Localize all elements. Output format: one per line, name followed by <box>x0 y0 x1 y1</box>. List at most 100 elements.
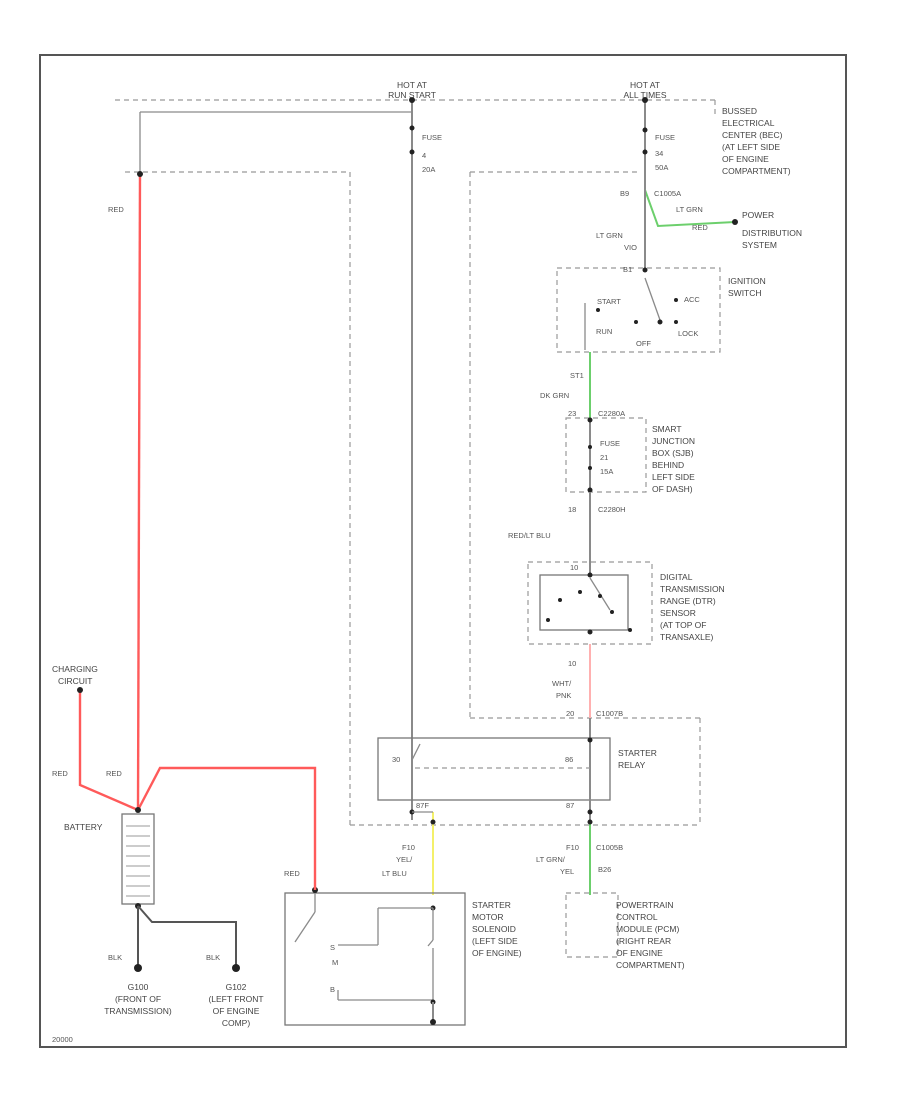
svg-text:IGNITION: IGNITION <box>728 276 766 286</box>
svg-text:TRANSMISSION: TRANSMISSION <box>660 584 725 594</box>
svg-text:SWITCH: SWITCH <box>728 288 762 298</box>
fuse34-l1: FUSE <box>655 133 675 142</box>
svg-text:ELECTRICAL: ELECTRICAL <box>722 118 775 128</box>
hot-run-start-l1: HOT AT <box>397 80 427 90</box>
wire-green-power-dist <box>644 189 736 228</box>
dtr-sensor-label: DIGITAL TRANSMISSION RANGE (DTR) SENSOR … <box>660 572 725 642</box>
ignition-switch-label: IGNITION SWITCH <box>728 276 766 298</box>
svg-text:15A: 15A <box>600 467 613 476</box>
svg-text:SYSTEM: SYSTEM <box>742 240 777 250</box>
bec-label: BUSSED ELECTRICAL CENTER (BEC) (AT LEFT … <box>722 106 791 176</box>
svg-text:30: 30 <box>392 755 400 764</box>
svg-text:COMP): COMP) <box>222 1018 251 1028</box>
relay-top-pin: 20 <box>566 709 574 718</box>
svg-text:M: M <box>332 958 338 967</box>
svg-text:(LEFT FRONT: (LEFT FRONT <box>208 994 263 1004</box>
fuse4-node-top <box>409 97 415 103</box>
fuse34-l3: 50A <box>655 163 668 172</box>
svg-text:STARTER: STARTER <box>472 900 511 910</box>
fuse4-l1: FUSE <box>422 133 442 142</box>
svg-text:SOLENOID: SOLENOID <box>472 924 516 934</box>
svg-text:COMPARTMENT): COMPARTMENT) <box>616 960 685 970</box>
svg-text:MOTOR: MOTOR <box>472 912 503 922</box>
g102-node <box>232 964 240 972</box>
wht-pnk-l2: PNK <box>556 691 571 700</box>
svg-text:RUN: RUN <box>596 327 612 336</box>
svg-text:CIRCUIT: CIRCUIT <box>58 676 92 686</box>
svg-text:87: 87 <box>566 801 574 810</box>
svg-text:(FRONT OF: (FRONT OF <box>115 994 161 1004</box>
svg-text:G102: G102 <box>226 982 247 992</box>
svg-text:10: 10 <box>570 563 578 572</box>
svg-text:(AT TOP OF: (AT TOP OF <box>660 620 706 630</box>
lt-grn-red-l2: RED <box>692 223 708 232</box>
fuse4-node-low <box>409 149 415 155</box>
hot-all-times-l1: HOT AT <box>630 80 660 90</box>
svg-text:DISTRIBUTION: DISTRIBUTION <box>742 228 802 238</box>
pin-st1: ST1 <box>570 371 584 380</box>
svg-text:STARTER: STARTER <box>618 748 657 758</box>
fuse4-node-mid <box>409 125 415 131</box>
starter-motor-label: STARTER MOTOR SOLENOID (LEFT SIDE OF ENG… <box>472 900 522 958</box>
red-top-label: RED <box>108 205 124 214</box>
svg-text:BEHIND: BEHIND <box>652 460 684 470</box>
blk-left: BLK <box>108 953 122 962</box>
svg-text:21: 21 <box>600 453 608 462</box>
lt-grn-yel-l1: LT GRN/ <box>536 855 566 864</box>
c2280h: C2280H <box>598 505 626 514</box>
hot-all-times-l2: ALL TIMES <box>624 90 667 100</box>
svg-text:BUSSED: BUSSED <box>722 106 757 116</box>
svg-text:(LEFT SIDE: (LEFT SIDE <box>472 936 518 946</box>
pcm-label: POWERTRAIN CONTROL MODULE (PCM) (RIGHT R… <box>616 900 685 970</box>
pin-b26: B26 <box>598 865 611 874</box>
red-mid-label: RED <box>106 769 122 778</box>
svg-text:87F: 87F <box>416 801 429 810</box>
lt-grn-red-l1: LT GRN <box>676 205 703 214</box>
wire-blk-g102 <box>137 905 237 968</box>
fuse34-node-low <box>642 149 648 155</box>
hot-run-start-l2: RUN START <box>388 90 436 100</box>
f10-right-node <box>587 819 593 825</box>
svg-text:SMART: SMART <box>652 424 682 434</box>
svg-text:23: 23 <box>568 409 576 418</box>
svg-text:C2280A: C2280A <box>598 409 625 418</box>
red-lt-blu: RED/LT BLU <box>508 531 551 540</box>
wire-red-starter <box>136 766 317 890</box>
svg-text:DIGITAL: DIGITAL <box>660 572 693 582</box>
red-starter-label: RED <box>284 869 300 878</box>
svg-text:POWERTRAIN: POWERTRAIN <box>616 900 673 910</box>
g100-label: G100 (FRONT OF TRANSMISSION) <box>104 982 172 1016</box>
sjb-label: SMART JUNCTION BOX (SJB) BEHIND LEFT SID… <box>652 424 695 494</box>
svg-text:OF DASH): OF DASH) <box>652 484 693 494</box>
pin-18: 18 <box>568 505 576 514</box>
charging-node <box>77 687 83 693</box>
f10-node <box>430 819 436 825</box>
svg-text:OFF: OFF <box>636 339 651 348</box>
svg-text:86: 86 <box>565 755 573 764</box>
vio-label: VIO <box>624 243 637 252</box>
pin-b9: B9 <box>620 189 629 198</box>
svg-text:RELAY: RELAY <box>618 760 646 770</box>
svg-text:FUSE: FUSE <box>600 439 620 448</box>
svg-text:B: B <box>330 985 335 994</box>
yel-lt-blu-l2: LT BLU <box>382 869 407 878</box>
diagram-border <box>39 54 847 1048</box>
fuse34-l2: 34 <box>655 149 663 158</box>
yel-lt-blu-l1: YEL/ <box>396 855 413 864</box>
lt-grn-yel-l2: YEL <box>560 867 574 876</box>
blk-right: BLK <box>206 953 220 962</box>
svg-text:G100: G100 <box>128 982 149 992</box>
svg-text:LOCK: LOCK <box>678 329 698 338</box>
battery-label: BATTERY <box>64 822 103 832</box>
c1005b: C1005B <box>596 843 623 852</box>
f10-left: F10 <box>402 843 415 852</box>
svg-text:OF ENGINE: OF ENGINE <box>722 154 769 164</box>
svg-text:CHARGING: CHARGING <box>52 664 98 674</box>
red-top-node <box>137 171 143 177</box>
svg-text:START: START <box>597 297 621 306</box>
c1005a: C1005A <box>654 189 681 198</box>
svg-text:CENTER (BEC): CENTER (BEC) <box>722 130 783 140</box>
svg-text:TRANSAXLE): TRANSAXLE) <box>660 632 714 642</box>
starter-motor: M B S <box>284 887 466 1026</box>
